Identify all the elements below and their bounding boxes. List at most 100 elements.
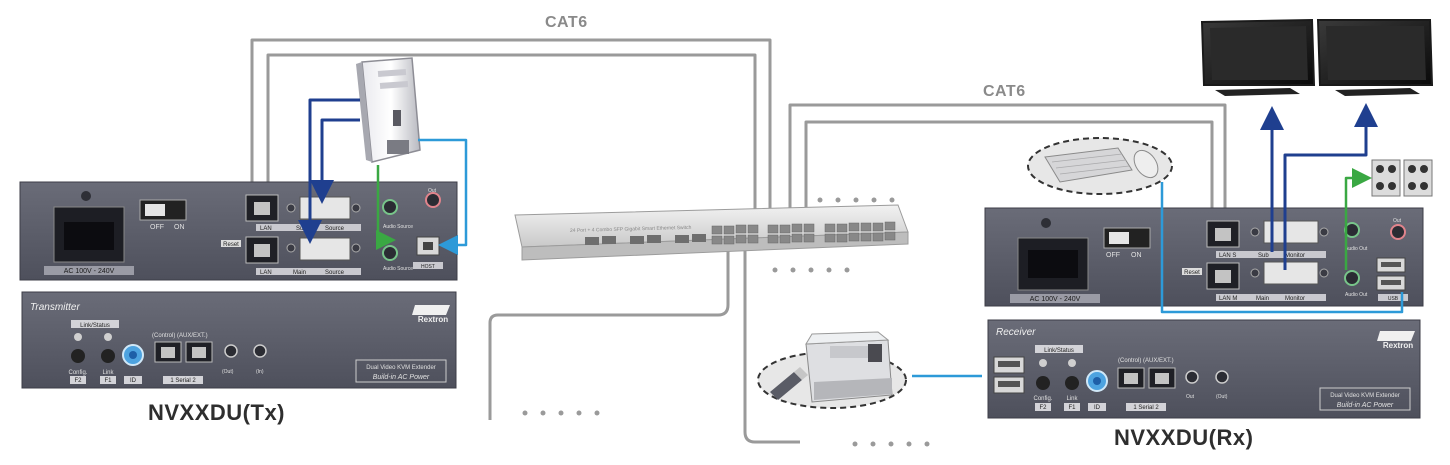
svg-text:Reset: Reset [1184, 270, 1200, 276]
svg-text:Config.: Config. [1033, 396, 1052, 402]
svg-text:Monitor: Monitor [1285, 296, 1305, 302]
svg-text:Link/Status: Link/Status [1044, 348, 1074, 354]
cat6-cable-rx-sub [788, 103, 1227, 222]
svg-text:ID: ID [130, 378, 137, 384]
receiver-front-panel: Receiver Rextron Link/Status Config. Lin… [987, 319, 1421, 419]
cat6-cable-switch-down-left [488, 245, 730, 420]
svg-text:Main: Main [1256, 296, 1269, 302]
tx-dvi-main [299, 237, 351, 261]
cat6-cables [250, 38, 1227, 444]
rx-panel-title: Receiver [996, 327, 1036, 338]
tx-model-label: NVXXDU(Tx) [148, 400, 286, 425]
svg-text:F1: F1 [1068, 405, 1076, 411]
cat6-cable-rx-main [804, 120, 1214, 268]
switch-caption: 24 Port + 4 Combo SFP Gigabit Smart Ethe… [570, 225, 692, 234]
tx-link-button[interactable] [101, 349, 115, 363]
switch-rj45-ports [711, 221, 896, 245]
svg-text:Config.: Config. [68, 370, 87, 376]
svg-text:F1: F1 [104, 378, 112, 384]
svg-text:LAN: LAN [260, 226, 272, 232]
rx-dvi-sub [1263, 220, 1319, 244]
rx-brand: Rextron [1383, 341, 1413, 350]
svg-text:Source: Source [325, 270, 345, 276]
svg-text:Dual Video KVM Extender: Dual Video KVM Extender [1330, 393, 1400, 399]
usb-drive-icon [770, 367, 808, 400]
video-signal-lines [298, 98, 1378, 270]
svg-text:(Out): (Out) [1216, 394, 1228, 400]
svg-text:Out: Out [1186, 394, 1195, 400]
svg-text:Build-in AC Power: Build-in AC Power [373, 374, 430, 381]
tx-usb-host-arrow [418, 138, 468, 255]
svg-text:Out: Out [428, 188, 437, 194]
svg-text:LAN M: LAN M [1219, 296, 1237, 302]
tx-power-label: AC 100V - 240V [64, 268, 115, 275]
receiver-rear-panel: AC 100V - 240V OFF ON Reset LAN S Sub Mo… [984, 207, 1424, 307]
pc-tower-icon [356, 57, 421, 163]
svg-text:Sub: Sub [296, 226, 307, 232]
tx-panel-title: Transmitter [30, 302, 80, 313]
rx-config-button[interactable] [1036, 376, 1050, 390]
svg-text:Audio Source: Audio Source [383, 266, 413, 272]
svg-text:F2: F2 [74, 378, 82, 384]
switch-ports [585, 234, 706, 245]
svg-text:Link/Status: Link/Status [80, 323, 110, 329]
svg-text:1 Serial 2: 1 Serial 2 [170, 378, 196, 384]
tx-audio-arrow [376, 165, 396, 250]
rx-lan-port-bottom [1206, 262, 1240, 290]
svg-text:USB: USB [1388, 296, 1399, 302]
rx-video-right-monitor-arrow [1283, 103, 1378, 270]
audio-signal-lines [376, 165, 1372, 270]
speakers-icon [1371, 159, 1433, 197]
svg-text:Monitor: Monitor [1285, 253, 1305, 259]
monitor-icon-left [1200, 18, 1316, 96]
tx-config-button[interactable] [71, 349, 85, 363]
printer-icon [805, 331, 893, 403]
svg-text:(Out): (Out) [222, 369, 234, 375]
rx-power-label: AC 100V - 240V [1030, 296, 1081, 303]
svg-text:F2: F2 [1039, 405, 1047, 411]
transmitter-front-panel: Transmitter Rextron Link/Status Config. … [21, 291, 457, 389]
svg-text:ON: ON [1131, 252, 1142, 259]
cat6-label-top: CAT6 [545, 14, 588, 31]
cat6-label-right: CAT6 [983, 83, 1026, 100]
keyboard-mouse-group [1027, 137, 1173, 195]
mouse-icon [1133, 149, 1159, 179]
rx-link-button[interactable] [1065, 376, 1079, 390]
svg-text:Sub: Sub [1258, 253, 1269, 259]
cat6-cable-switch-down-right [743, 245, 800, 444]
svg-text:Out: Out [1393, 218, 1402, 224]
svg-text:Reset: Reset [223, 242, 239, 248]
rx-usb-keyboard-line [1160, 182, 1404, 314]
tx-dvi-sub [299, 196, 351, 220]
svg-text:OFF: OFF [1106, 252, 1120, 259]
svg-text:HOST: HOST [421, 264, 435, 270]
svg-text:Dual Video KVM Extender: Dual Video KVM Extender [366, 365, 436, 371]
monitor-icon-right [1316, 19, 1434, 96]
svg-text:OFF: OFF [150, 224, 164, 231]
network-switch: 24 Port + 4 Combo SFP Gigabit Smart Ethe… [514, 204, 909, 261]
svg-text:ID: ID [1094, 405, 1101, 411]
rx-model-label: NVXXDU(Rx) [1114, 425, 1254, 450]
svg-text:Audio Out: Audio Out [1345, 246, 1368, 252]
printer-usb-group [757, 331, 907, 409]
transmitter-rear-panel: AC 100V - 240V OFF ON Reset LAN Sub Sour… [19, 181, 458, 281]
rx-dvi-main [1263, 261, 1319, 285]
svg-text:Main: Main [293, 270, 306, 276]
cat6-cable-tx-main [266, 53, 757, 240]
usb-signal-lines [418, 138, 1404, 378]
tx-video-main-arrow [310, 118, 360, 204]
rx-lan-port-top [1206, 220, 1240, 248]
svg-text:ON: ON [174, 224, 185, 231]
svg-text:1 Serial 2: 1 Serial 2 [1133, 405, 1159, 411]
svg-text:LAN: LAN [260, 270, 272, 276]
svg-text:(Control) (AUX/EXT.): (Control) (AUX/EXT.) [1118, 358, 1174, 364]
svg-text:Build-in AC Power: Build-in AC Power [1337, 402, 1394, 409]
svg-text:(Control) (AUX/EXT.): (Control) (AUX/EXT.) [152, 333, 208, 339]
svg-text:Audio Source: Audio Source [383, 224, 413, 230]
cat6-cable-tx-sub [250, 38, 772, 210]
svg-text:Link: Link [102, 370, 114, 376]
continuation-dots [522, 197, 930, 447]
svg-text:Audio Out: Audio Out [1345, 292, 1368, 298]
svg-text:Source: Source [325, 226, 345, 232]
